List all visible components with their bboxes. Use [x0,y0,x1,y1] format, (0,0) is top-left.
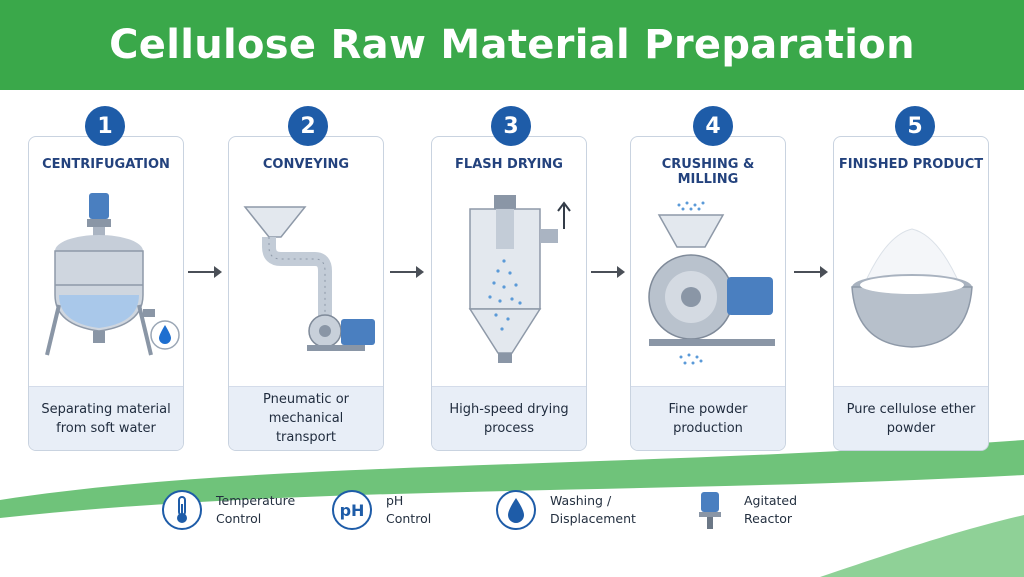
ph-badge-icon: pH [332,490,372,530]
step-description: High-speed drying process [432,386,586,450]
step-title: CRUSHING & MILLING [661,157,755,187]
centrifuge-vessel-icon [45,193,180,356]
step-description: Separating material from soft water [29,386,183,450]
water-drop-icon [496,490,536,530]
step-number-3: 3 [491,106,531,146]
step-number-4: 4 [693,106,733,146]
step-card-flash-drying: FLASH DRYING High-speed drying process [431,136,587,451]
legend-label: pH Control [386,493,432,526]
step-title: CENTRIFUGATION [42,157,170,172]
step-title: FINISHED PRODUCT [838,157,984,172]
page-title: Cellulose Raw Material Preparation [109,22,915,68]
legend-temperature-control: Temperature Control [160,488,295,532]
legend-label: Washing / Displacement [550,493,636,526]
step-number-2: 2 [288,106,328,146]
ph-text: pH [340,501,365,520]
legend-label: Temperature Control [216,493,296,526]
legend-washing-displacement: Washing / Displacement [494,488,636,532]
step-card-crushing-milling: CRUSHING & MILLING Fine powder productio… [630,136,786,451]
title-banner: Cellulose Raw Material Preparation [0,0,1024,90]
step-card-centrifugation: CENTRIFUGATION Separating material from … [28,136,184,451]
step-number-1: 1 [85,106,125,146]
arrow-right-icon [390,266,424,278]
legend-ph-control: pH pH Control [330,488,431,532]
agitator-motor-icon [699,492,721,529]
step-number-5: 5 [895,106,935,146]
step-card-finished-product: FINISHED PRODUCT Pure cellulose ether po… [833,136,989,451]
step-description: Pure cellulose ether powder [834,386,988,450]
powder-bowl-icon [851,228,973,348]
thermometer-icon [162,490,202,530]
pneumatic-conveyor-icon [243,206,375,351]
mill-icon [648,201,775,365]
step-card-conveying: CONVEYING Pneumatic or mechanical transp… [228,136,384,451]
cyclone-dryer-icon [468,195,571,363]
arrow-right-icon [794,266,828,278]
step-title: CONVEYING [262,157,350,172]
step-title: FLASH DRYING [455,157,563,172]
step-description: Fine powder production [631,386,785,450]
legend-agitated-reactor: Agitated Reactor [688,488,797,532]
arrow-right-icon [188,266,222,278]
legend-label: Agitated Reactor [744,493,798,526]
step-description: Pneumatic or mechanical transport [229,386,383,450]
arrow-right-icon [591,266,625,278]
